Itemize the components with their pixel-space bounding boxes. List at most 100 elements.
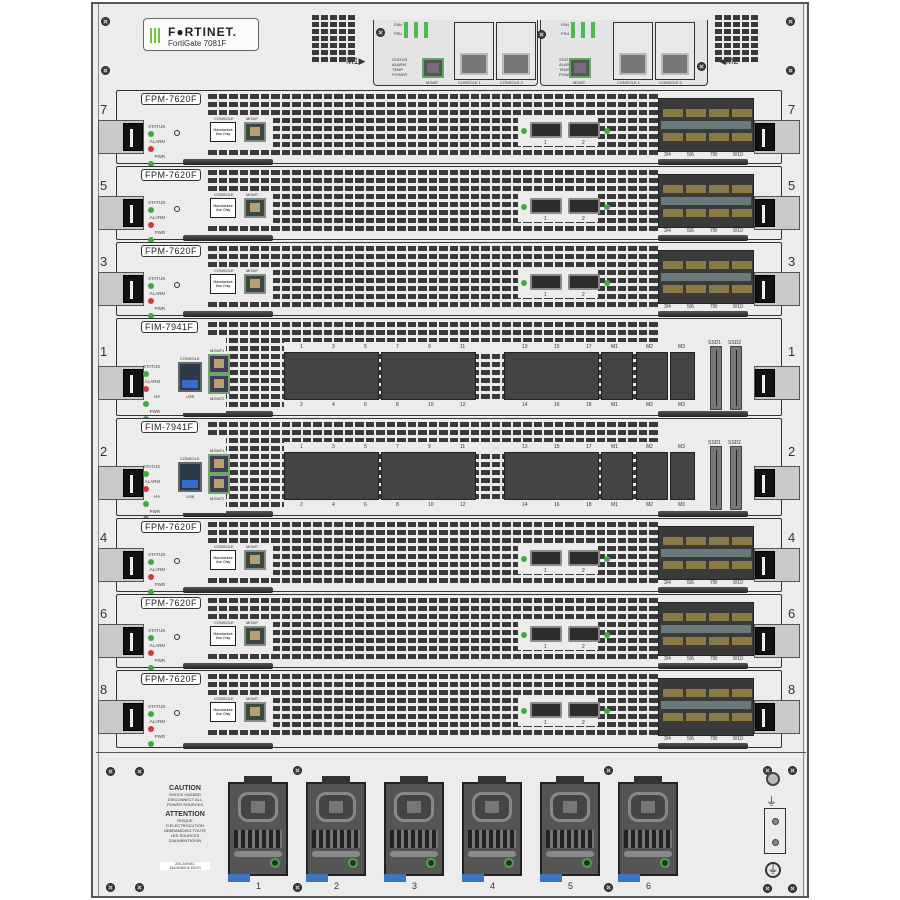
sfp-port-block[interactable] <box>658 526 754 580</box>
qsfp-port-1[interactable] <box>530 122 562 138</box>
reset-button[interactable] <box>174 130 180 136</box>
port-group[interactable] <box>284 452 379 500</box>
mgmt-port[interactable] <box>244 122 266 142</box>
ejector-handle-left[interactable] <box>98 272 144 306</box>
psu-release-tab[interactable] <box>228 874 250 882</box>
power-supply-4[interactable] <box>462 776 522 882</box>
ejector-handle-right[interactable] <box>754 700 800 734</box>
ssd-slot-2[interactable] <box>730 446 742 510</box>
reset-button[interactable] <box>174 710 180 716</box>
console-port[interactable] <box>178 362 202 392</box>
led-label: PWR <box>154 734 166 739</box>
psu-handle[interactable] <box>546 851 594 857</box>
psu-handle[interactable] <box>234 851 282 857</box>
mgmt-port[interactable] <box>244 550 266 570</box>
blade-model-label: FPM-7620F <box>141 673 202 685</box>
mgmt2-port[interactable] <box>208 374 230 394</box>
screw-icon <box>101 17 110 26</box>
port-group[interactable] <box>670 452 695 500</box>
console-2-port[interactable] <box>661 53 689 75</box>
mgmt2-port[interactable] <box>208 474 230 494</box>
mgmt1-port[interactable] <box>208 354 230 374</box>
port-group[interactable] <box>636 352 668 400</box>
ejector-handle-left[interactable] <box>98 466 144 500</box>
qsfp-port-1[interactable] <box>530 550 562 566</box>
ejector-handle-right[interactable] <box>754 548 800 582</box>
sfp-port-block[interactable] <box>658 602 754 656</box>
port-group[interactable] <box>601 452 633 500</box>
psu-release-tab[interactable] <box>462 874 484 882</box>
ejector-handle-right[interactable] <box>754 272 800 306</box>
ejector-handle-left[interactable] <box>98 196 144 230</box>
mgmt1-port[interactable] <box>208 454 230 474</box>
reset-button[interactable] <box>174 634 180 640</box>
ejector-handle-right[interactable] <box>754 624 800 658</box>
qsfp-port-2[interactable] <box>568 702 600 718</box>
port-group[interactable] <box>381 352 476 400</box>
console-port[interactable] <box>178 462 202 492</box>
console-1-port[interactable] <box>460 53 488 75</box>
port-group[interactable] <box>504 452 599 500</box>
reset-button[interactable] <box>174 282 180 288</box>
ejector-handle-left[interactable] <box>98 548 144 582</box>
port-group[interactable] <box>381 452 476 500</box>
mgmt-port[interactable] <box>244 198 266 218</box>
mgmt-port[interactable] <box>244 626 266 646</box>
qsfp-port-1[interactable] <box>530 626 562 642</box>
sfp-port-block[interactable] <box>658 174 754 228</box>
qsfp-port-2[interactable] <box>568 274 600 290</box>
ejector-handle-right[interactable] <box>754 196 800 230</box>
console-label: CONSOLE <box>214 116 234 121</box>
psu-handle[interactable] <box>624 851 672 857</box>
power-supply-1[interactable] <box>228 776 288 882</box>
ejector-handle-right[interactable] <box>754 366 800 400</box>
sfp-port-block[interactable] <box>658 678 754 736</box>
qsfp-port-2[interactable] <box>568 550 600 566</box>
qsfp-port-1[interactable] <box>530 198 562 214</box>
mgmt-port[interactable] <box>569 58 591 78</box>
mgmt-port[interactable] <box>422 58 444 78</box>
psu-handle[interactable] <box>390 851 438 857</box>
psu-release-tab[interactable] <box>384 874 406 882</box>
mgmt-port[interactable] <box>244 702 266 722</box>
port-group[interactable] <box>504 352 599 400</box>
ejector-handle-left[interactable] <box>98 366 144 400</box>
ssd-slot-2[interactable] <box>730 346 742 410</box>
port-group[interactable] <box>670 352 695 400</box>
psu-release-tab[interactable] <box>618 874 640 882</box>
psu-handle[interactable] <box>468 851 516 857</box>
port-group[interactable] <box>284 352 379 400</box>
power-supply-5[interactable] <box>540 776 600 882</box>
sfp-port-block[interactable] <box>658 98 754 152</box>
port-group[interactable] <box>601 352 633 400</box>
slot-number-left: 3 <box>100 254 108 269</box>
psu-number-label: 3 <box>412 881 418 891</box>
qsfp-port-1[interactable] <box>530 702 562 718</box>
ssd-slot-1[interactable] <box>710 346 722 410</box>
ejector-handle-left[interactable] <box>98 700 144 734</box>
port-group[interactable] <box>636 452 668 500</box>
console-2-port[interactable] <box>502 53 530 75</box>
power-supply-2[interactable] <box>306 776 366 882</box>
ejector-handle-right[interactable] <box>754 120 800 154</box>
ejector-handle-left[interactable] <box>98 120 144 154</box>
ssd-slot-1[interactable] <box>710 446 722 510</box>
psu-release-tab[interactable] <box>306 874 328 882</box>
psu-handle[interactable] <box>312 851 360 857</box>
qsfp-port-2[interactable] <box>568 198 600 214</box>
qsfp-port-2[interactable] <box>568 626 600 642</box>
sfp-port-block[interactable] <box>658 250 754 304</box>
qsfp-port-1[interactable] <box>530 274 562 290</box>
mgmt-port[interactable] <box>244 274 266 294</box>
ejector-handle-right[interactable] <box>754 466 800 500</box>
reset-button[interactable] <box>174 558 180 564</box>
console-1-port[interactable] <box>619 53 647 75</box>
power-supply-6[interactable] <box>618 776 678 882</box>
rail <box>183 159 273 165</box>
blade-model-label: FPM-7620F <box>141 93 202 105</box>
qsfp-port-2[interactable] <box>568 122 600 138</box>
ejector-handle-left[interactable] <box>98 624 144 658</box>
psu-release-tab[interactable] <box>540 874 562 882</box>
reset-button[interactable] <box>174 206 180 212</box>
power-supply-3[interactable] <box>384 776 444 882</box>
